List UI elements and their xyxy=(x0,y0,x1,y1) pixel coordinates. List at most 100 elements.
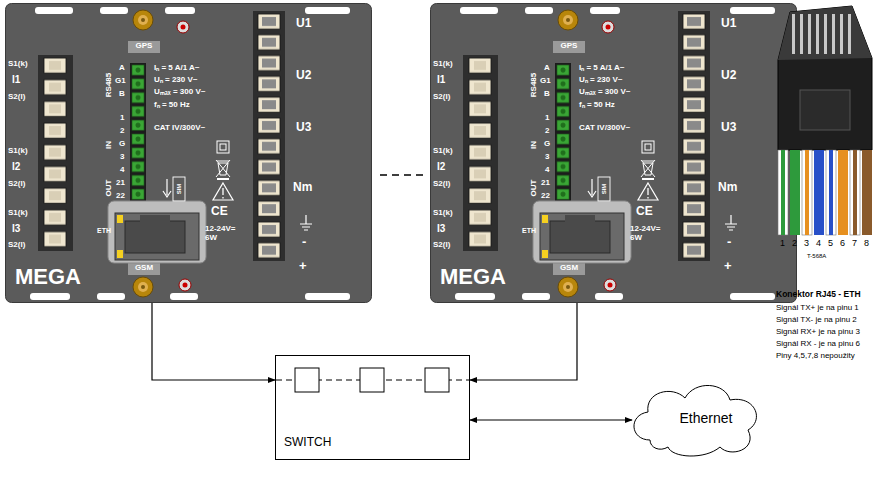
panel-label: Uₘₐₓ = 300 V~ xyxy=(579,88,630,97)
panel-label: CAT IV/300V~ xyxy=(154,124,205,133)
panel-label: S1(k) xyxy=(8,209,28,218)
panel-label: S1(k) xyxy=(433,147,453,156)
panel-label: Uₘₐₓ = 300 V~ xyxy=(154,88,205,97)
panel-label: CE xyxy=(636,205,653,218)
panel-label: RS485 xyxy=(530,73,539,97)
panel-label: ETH xyxy=(522,227,536,235)
panel-label: SIM xyxy=(176,184,183,195)
panel-label: 1 xyxy=(545,114,549,123)
panel-label: 21 xyxy=(116,179,125,188)
panel-label: GSM xyxy=(556,264,582,273)
panel-label: 21 xyxy=(541,179,550,188)
panel-label: S2(l) xyxy=(433,180,450,189)
pin-number: 8 xyxy=(864,238,869,248)
pin-number: 4 xyxy=(816,238,821,248)
panel-label: fₙ = 50 Hz xyxy=(579,101,615,110)
panel-label: Nm xyxy=(293,181,312,194)
panel-label: 12-24V= 6W xyxy=(630,225,674,243)
ethernet-cloud: Ethernet xyxy=(632,385,780,455)
panel-label: CAT IV/300V~ xyxy=(579,124,630,133)
panel-label: 3 xyxy=(545,153,549,162)
panel-label: RS485 xyxy=(105,73,114,97)
network-cable xyxy=(152,303,275,380)
panel-label: B xyxy=(544,90,550,99)
pin-number: 7 xyxy=(852,238,857,248)
panel-label: GPS xyxy=(131,42,157,51)
panel-label: 4 xyxy=(120,166,124,175)
panel-label: U1 xyxy=(296,17,311,30)
panel-label: S1(k) xyxy=(8,60,28,69)
panel-label: S1(k) xyxy=(433,209,453,218)
panel-label: GSM xyxy=(131,264,157,273)
panel-label: A xyxy=(544,64,550,73)
panel-label: S2(l) xyxy=(8,241,25,250)
note-line: Piny 4,5,7,8 nepoužity xyxy=(776,351,855,360)
panel-label: + xyxy=(724,259,732,273)
panel-label: Nm xyxy=(718,181,737,194)
panel-label: I3 xyxy=(437,223,445,234)
panel-label: Iₙ = 5 A/1 A~ xyxy=(154,64,200,73)
panel-label: S2(l) xyxy=(433,93,450,102)
note-title: Konektor RJ45 - ETH xyxy=(776,290,861,300)
panel-label: fₙ = 50 Hz xyxy=(154,101,190,110)
panel-label: I1 xyxy=(437,74,445,85)
panel-label: ETH xyxy=(97,227,111,235)
switch-box: SWITCH xyxy=(275,355,470,460)
pin-number: 5 xyxy=(828,238,833,248)
panel-label: 2 xyxy=(120,127,124,136)
pin-number: 2 xyxy=(792,238,797,248)
meter-panel: GPS RS485 A G1B IN 1 2G 3 4OUT21 22 Iₙ = 5 A/1 A~ U… xyxy=(5,3,372,303)
note-line: Signál RX - je na pinu 6 xyxy=(776,339,860,348)
panel-label: U3 xyxy=(296,121,311,134)
panel-label: G1 xyxy=(115,77,126,86)
panel-label: MEGA xyxy=(15,265,81,289)
panel-label: OUT xyxy=(530,180,539,197)
panel-label: OUT xyxy=(105,180,114,197)
node-label: Ethernet xyxy=(632,411,780,426)
panel-label: 3 xyxy=(120,153,124,162)
panel-label: - xyxy=(302,235,306,249)
panel-label: U2 xyxy=(296,69,311,82)
panel-label: S1(k) xyxy=(433,60,453,69)
panel-label: G xyxy=(544,140,550,149)
panel-label: SIM xyxy=(601,184,608,195)
panel-label: Uₙ = 230 V~ xyxy=(154,76,197,85)
panel-label: 22 xyxy=(116,192,125,201)
panel-label: I3 xyxy=(12,223,20,234)
panel-label: A xyxy=(119,64,125,73)
panel-label: S2(l) xyxy=(8,180,25,189)
pin-number: 3 xyxy=(804,238,809,248)
panel-label: MEGA xyxy=(440,265,506,289)
panel-label: I1 xyxy=(12,74,20,85)
panel-label: B xyxy=(119,90,125,99)
pin-number: 6 xyxy=(840,238,845,248)
panel-label: + xyxy=(299,259,307,273)
panel-label: U1 xyxy=(721,17,736,30)
panel-label: I2 xyxy=(12,161,20,172)
panel-label: I2 xyxy=(437,161,445,172)
panel-label: 22 xyxy=(541,192,550,201)
panel-label: Iₙ = 5 A/1 A~ xyxy=(579,64,625,73)
panel-label: U3 xyxy=(721,121,736,134)
note-line: Signál TX- je na pinu 2 xyxy=(776,315,857,324)
panel-label: 2 xyxy=(545,127,549,136)
panel-label: - xyxy=(727,235,731,249)
standard-name: T-568A xyxy=(807,253,826,260)
panel-label: IN xyxy=(530,141,539,149)
pin-number: 1 xyxy=(780,238,785,248)
panel-label: G1 xyxy=(540,77,551,86)
panel-label: IN xyxy=(105,141,114,149)
node-label: SWITCH xyxy=(284,436,331,449)
note-line: Signál TX+ je na pinu 1 xyxy=(776,303,859,312)
panel-label: CE xyxy=(211,205,228,218)
panel-label: 12-24V= 6W xyxy=(205,225,249,243)
panel-label: 4 xyxy=(545,166,549,175)
note-line: Signál RX+ je na pinu 3 xyxy=(776,327,860,336)
panel-label: 1 xyxy=(120,114,124,123)
panel-label: S1(k) xyxy=(8,147,28,156)
panel-label: U2 xyxy=(721,69,736,82)
meter-panel: GPSRS485AG1BIN12G34OUT2122Iₙ = 5 A/1 A~U… xyxy=(430,3,797,303)
panel-label: S2(l) xyxy=(8,93,25,102)
panel-label: G xyxy=(119,140,125,149)
panel-label: GPS xyxy=(556,42,582,51)
